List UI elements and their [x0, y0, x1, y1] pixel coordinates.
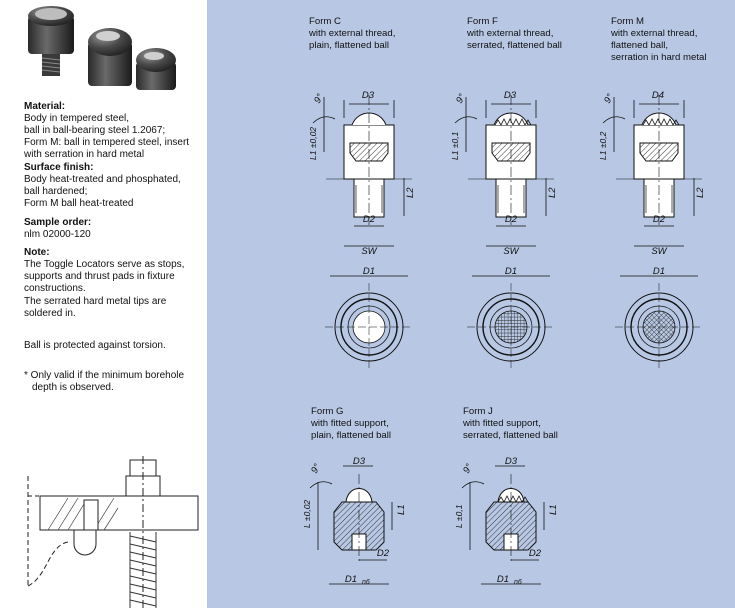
note-line: supports and thrust pads in fixture: [24, 271, 175, 282]
note-line: The serrated hard metal tips are: [24, 296, 167, 307]
dim-label: L2: [405, 187, 416, 198]
form-j-desc: with fitted support,: [463, 418, 541, 429]
dim-label: D4: [652, 90, 664, 101]
dim-label: D3: [505, 456, 518, 467]
form-g-title: Form G: [311, 406, 344, 417]
protected-note: Ball is protected against torsion.: [24, 340, 166, 351]
footnote-line: depth is observed.: [32, 382, 114, 393]
dim-label: D2: [505, 214, 518, 225]
footnote-line: * Only valid if the minimum borehole: [24, 370, 185, 381]
dim-label: D2: [653, 214, 666, 225]
dim-label: L1: [548, 504, 559, 515]
form-m-desc: with external thread,: [611, 28, 698, 39]
dim-label: D1: [497, 574, 509, 585]
material-line: Form M: ball in tempered steel, insert: [24, 137, 190, 148]
form-m-desc: serration in hard metal: [611, 52, 707, 63]
form-j-desc: serrated, flattened ball: [463, 430, 558, 441]
dim-label: SW: [361, 246, 377, 257]
dim-label: L ±0,1: [454, 504, 464, 528]
dim-label: 9°: [309, 462, 323, 476]
dim-label: n6: [362, 579, 370, 586]
surface-line: Body heat-treated and phosphated,: [24, 174, 181, 185]
left-info-panel: Material: Body in tempered steel, ball i…: [0, 0, 207, 608]
form-g-drawing: D3 L ±0,02 9° L1 D2 D1 n6: [302, 456, 407, 586]
surface-line: ball hardened;: [24, 186, 88, 197]
form-f-desc: with external thread,: [467, 28, 554, 39]
form-g-desc: plain, flattened ball: [311, 430, 392, 441]
form-f-title: Form F: [467, 16, 498, 27]
dim-label: D3: [362, 90, 375, 101]
dim-label: D3: [504, 90, 517, 101]
form-c-desc: with external thread,: [309, 28, 396, 39]
material-line: Body in tempered steel,: [24, 113, 130, 124]
dim-label: 9°: [461, 462, 475, 476]
dim-label: L2: [547, 187, 558, 198]
application-drawing: [27, 456, 199, 608]
form-m-desc: flattened ball,: [611, 40, 669, 51]
material-heading: Material:: [24, 101, 66, 112]
dim-label: D2: [363, 214, 376, 225]
dim-label: D1: [345, 574, 357, 585]
dim-label: L1: [396, 504, 407, 515]
note-heading: Note:: [24, 247, 50, 258]
form-f-drawing: D3 L1 ±0,1 9° L2 D2 SW D1: [450, 90, 558, 371]
product-photo: [28, 6, 176, 90]
note-line: The Toggle Locators serve as stops,: [24, 259, 185, 270]
form-c-title: Form C: [309, 16, 341, 27]
dim-label: SW: [503, 246, 519, 257]
dim-label: L1 ±0,1: [450, 131, 460, 160]
dim-label: SW: [651, 246, 667, 257]
note-line: constructions.: [24, 283, 86, 294]
dim-label: L1 ±0,2: [598, 131, 608, 160]
material-line: ball in ball-bearing steel 1.2067;: [24, 125, 166, 136]
sample-heading: Sample order:: [24, 217, 92, 228]
form-m-title: Form M: [611, 16, 645, 27]
dim-label: D1: [505, 266, 517, 277]
dim-label: D3: [353, 456, 366, 467]
form-c-desc: plain, flattened ball: [309, 40, 390, 51]
form-g-desc: with fitted support,: [311, 418, 389, 429]
dim-label: D2: [377, 548, 390, 559]
dim-label: L ±0,02: [302, 500, 312, 528]
sample-line: nlm 02000-120: [24, 229, 91, 240]
form-c-drawing: D3 L1 ±0,02 9° L2 D2 SW D1: [308, 90, 416, 371]
dim-label: D1: [363, 266, 375, 277]
form-m-drawing: D4 L1 ±0,2 9° L2 D2 SW D1: [598, 90, 706, 371]
dim-label: D2: [529, 548, 542, 559]
form-j-drawing: D3 L ±0,1 9° L1 D2 D1 n6: [454, 456, 559, 586]
surface-line: Form M ball heat-treated: [24, 198, 134, 209]
dim-label: L2: [695, 187, 706, 198]
surface-heading: Surface finish:: [24, 162, 94, 173]
dim-label: D1: [653, 266, 665, 277]
technical-drawings: D3 L1 ±0,02 9° L2 D2 SW D1: [302, 90, 706, 586]
form-j-title: Form J: [463, 406, 493, 417]
note-line: soldered in.: [24, 308, 76, 319]
dim-label: n6: [514, 579, 522, 586]
form-f-desc: serrated, flattened ball: [467, 40, 562, 51]
material-line: with serration in hard metal: [24, 149, 145, 160]
drawing-panel: Form C with external thread, plain, flat…: [207, 0, 735, 608]
dim-label: L1 ±0,02: [308, 127, 318, 160]
